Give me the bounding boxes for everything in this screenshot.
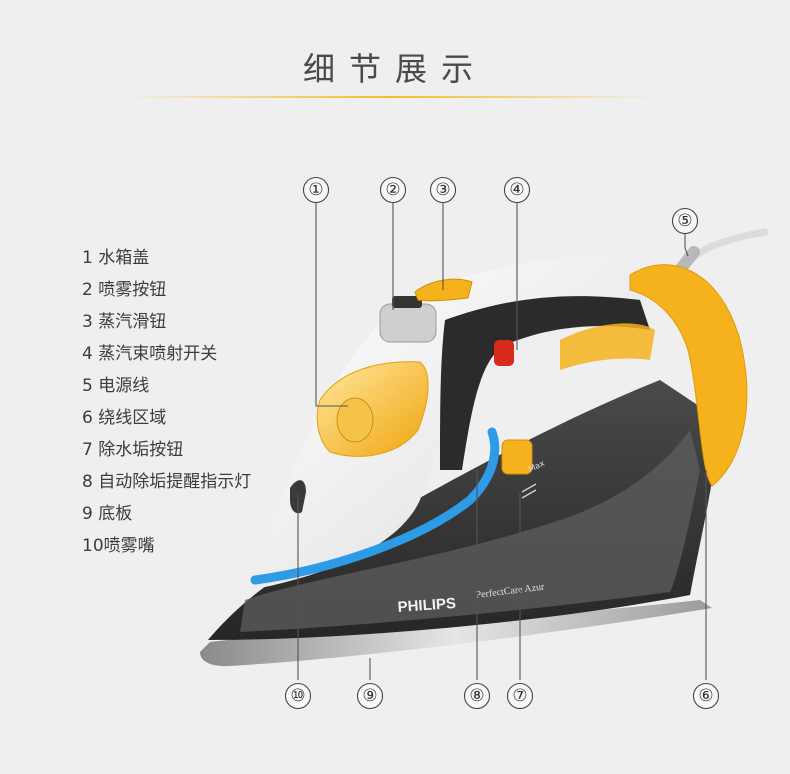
legend-item: 6 绕线区域 (82, 408, 167, 428)
callout-label: ⑧ (469, 686, 484, 706)
callout-label: ④ (509, 180, 524, 200)
callout-4: ④ (503, 176, 531, 204)
legend-item: 8 自动除垢提醒指示灯 (82, 472, 252, 492)
callout-label: ⑥ (698, 686, 713, 706)
callout-2: ② (379, 176, 407, 204)
leader-5 (684, 234, 689, 257)
cord-wrap-heel (629, 264, 748, 487)
legend-item: 9 底板 (82, 504, 133, 524)
callout-8: ⑧ (463, 682, 491, 710)
callout-label: ③ (435, 180, 450, 200)
steam-slider (414, 278, 473, 302)
iron-upper-housing (250, 256, 660, 590)
legend-item: 10喷雾嘴 (82, 536, 155, 556)
blue-accent-band (250, 427, 500, 585)
callout-3: ③ (429, 176, 457, 204)
legend-item: 1 水箱盖 (82, 248, 150, 268)
side-panel (240, 430, 700, 632)
callout-label: ⑦ (512, 686, 527, 706)
callout-7: ⑦ (506, 682, 534, 710)
steam-burst-switch (494, 340, 514, 366)
callout-label: ② (385, 180, 400, 200)
callout-label: ⑨ (362, 686, 377, 706)
title-divider (120, 96, 660, 98)
callout-6: ⑥ (692, 682, 720, 710)
callout-label: ⑩ (290, 686, 305, 706)
spray-button (379, 303, 437, 343)
soleplate (200, 600, 712, 667)
legend-item: 5 电源线 (82, 376, 150, 396)
callout-9: ⑨ (356, 682, 384, 710)
legend-item: 7 除水垢按钮 (82, 440, 184, 460)
callout-5: ⑤ (671, 207, 699, 235)
callout-label: ⑤ (677, 211, 692, 231)
brand-logo: PHILIPS (397, 595, 456, 616)
legend-item: 2 喷雾按钮 (82, 280, 167, 300)
legend-item: 4 蒸汽束喷射开关 (82, 344, 218, 364)
water-tank-cap (336, 397, 374, 443)
leader-1 (315, 203, 348, 407)
feature-legend: 1 水箱盖 2 喷雾按钮 3 蒸汽滑钮 4 蒸汽束喷射开关 5 电源线 6 绕线… (82, 246, 251, 566)
handle-grip (440, 296, 650, 470)
power-cord (684, 228, 769, 266)
decalc-button (501, 439, 533, 475)
page-title: 细节展示 (302, 50, 487, 88)
callout-10: ⑩ (284, 682, 312, 710)
callout-label: ① (308, 180, 323, 200)
legend-item: 3 蒸汽滑钮 (82, 312, 167, 332)
callout-1: ① (302, 176, 330, 204)
